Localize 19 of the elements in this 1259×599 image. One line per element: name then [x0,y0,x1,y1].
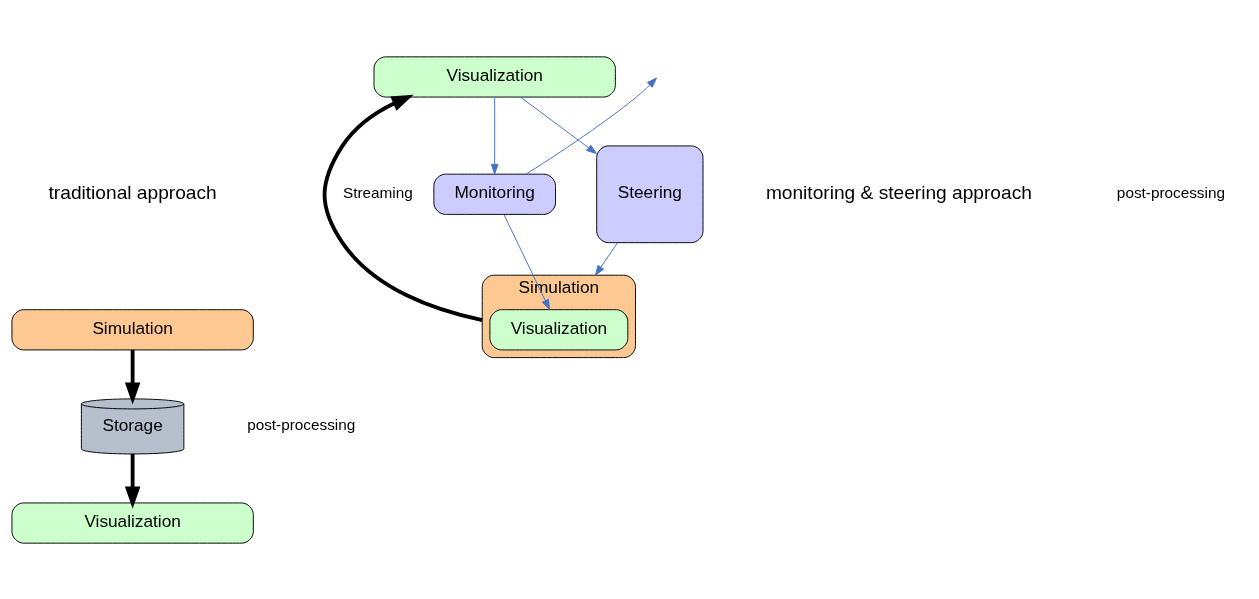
node-box: Steering [596,144,704,243]
arrow [490,96,499,174]
node-box: Visualization [489,308,629,350]
arrow [322,94,483,322]
arrow [594,241,618,276]
arrow [503,213,550,310]
node-box: Visualization [11,501,254,544]
node-box: Monitoring [433,173,556,215]
arrow [525,77,657,175]
arrow [124,349,141,405]
label: monitoring & steering approach [765,181,1032,203]
arrow [520,96,597,154]
label: post-processing [1116,183,1225,201]
label: post-processing [247,415,356,433]
node-box: Simulation [11,308,254,350]
node-box: Visualization [373,55,616,98]
label: traditional approach [48,181,217,203]
edge-label: Streaming [342,183,413,201]
arrow [124,453,141,509]
